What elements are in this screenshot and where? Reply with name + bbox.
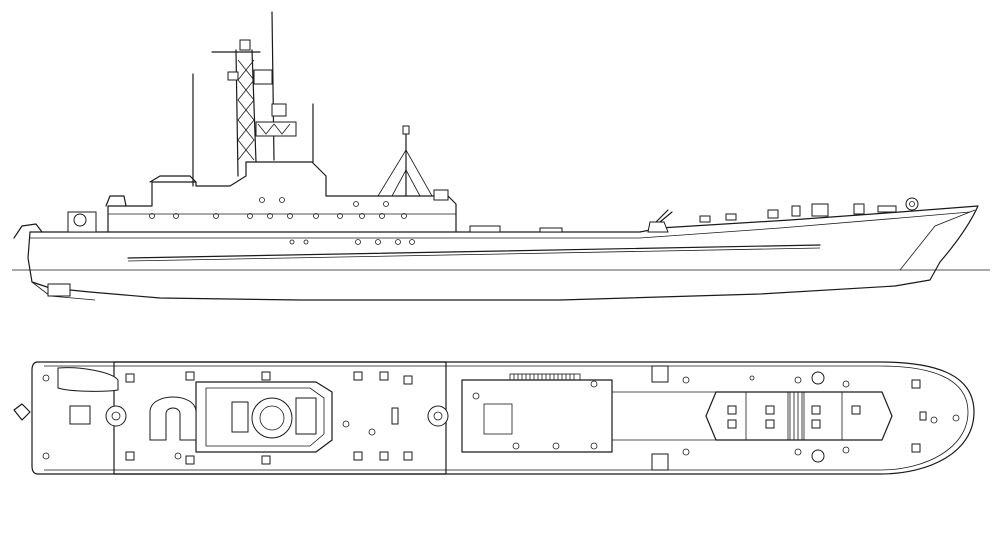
- stern-gear: [13, 223, 43, 239]
- fwd-superstructure-mount: [427, 405, 449, 427]
- aft-gun-mount-plan: [69, 405, 127, 427]
- cargo-hatch: [461, 379, 613, 453]
- deck-plan-view: [13, 361, 975, 475]
- aft-gun-mount: [105, 195, 127, 207]
- lattice-mast: [211, 11, 297, 177]
- bow-fittings: [699, 197, 919, 223]
- ramp-panels: [727, 405, 861, 429]
- rudder: [47, 283, 71, 297]
- forward-gun-mount: [647, 209, 673, 233]
- horseshoe-deck-feature: [149, 396, 197, 441]
- superstructure-portholes: [149, 197, 407, 219]
- bow-ramp: [705, 391, 893, 441]
- bridge-plan: [195, 381, 333, 453]
- radar-platform: [255, 121, 297, 137]
- hull-portholes: [289, 239, 415, 245]
- cargo-deck-fittings: [472, 365, 960, 471]
- superstructure: [107, 161, 457, 233]
- bridge-roof: [149, 175, 197, 183]
- cargo-crane: [377, 125, 433, 197]
- ventilation-grille: [509, 373, 581, 381]
- side-profile-view: [12, 11, 990, 301]
- lifeboat: [57, 367, 119, 392]
- stern-gear-plan: [13, 403, 31, 421]
- deck-fittings-plan: [42, 371, 413, 465]
- hull: [27, 205, 979, 301]
- deck-outline: [31, 361, 975, 475]
- rub-strake: [127, 244, 821, 259]
- mast-base-plan: [251, 397, 293, 439]
- deck-fitting: [469, 225, 501, 233]
